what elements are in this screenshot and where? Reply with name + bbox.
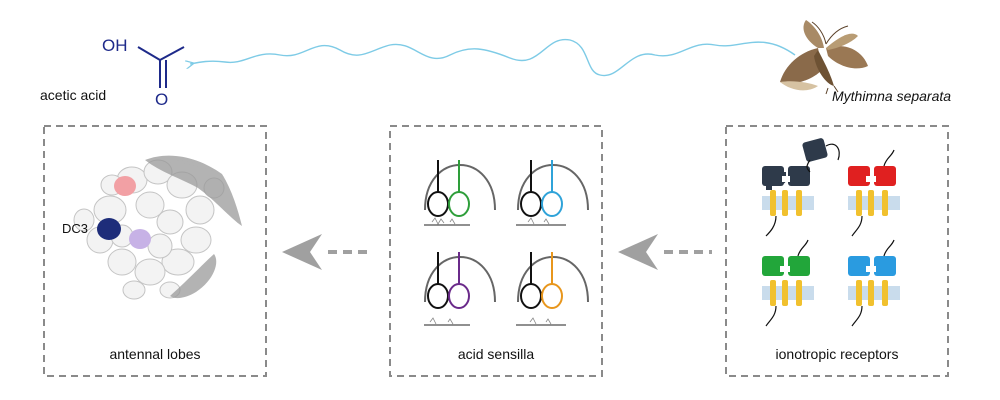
oh-label: OH — [102, 36, 128, 55]
ionotropic-receptors-panel — [725, 125, 949, 377]
acid-sensilla-title: acid sensilla — [457, 346, 535, 362]
dc3-label: DC3 — [62, 221, 89, 236]
antennal-lobes-panel — [43, 125, 267, 377]
glomerulus-pink — [114, 176, 136, 196]
receptor-dark — [762, 138, 840, 237]
glomerulus-lilac — [129, 229, 151, 249]
sensillum-orange — [516, 252, 589, 326]
antennal-lobes-title: antennal lobes — [109, 346, 201, 362]
odor-trail — [190, 38, 796, 77]
sensillum-blue — [516, 160, 589, 226]
antennal-lobe-tracts — [145, 155, 242, 299]
acetic-acid-label: acetic acid — [40, 87, 107, 103]
moth-icon — [780, 20, 868, 95]
receptor-blue — [848, 239, 900, 327]
receptor-red — [848, 149, 900, 237]
sensillum-purple — [424, 252, 496, 326]
receptor-green — [762, 239, 814, 327]
flow-arrow-right — [618, 234, 712, 270]
moth-species-label: Mythimna separata — [832, 88, 952, 104]
acetic-acid-structure — [137, 46, 185, 88]
acid-sensilla-panel — [389, 125, 603, 377]
sensillum-green — [424, 160, 496, 226]
carbonyl-o-label: O — [155, 90, 169, 109]
glomerulus-dc3 — [97, 218, 121, 240]
flow-arrow-left — [282, 234, 372, 270]
ionotropic-receptors-title: ionotropic receptors — [775, 346, 899, 362]
